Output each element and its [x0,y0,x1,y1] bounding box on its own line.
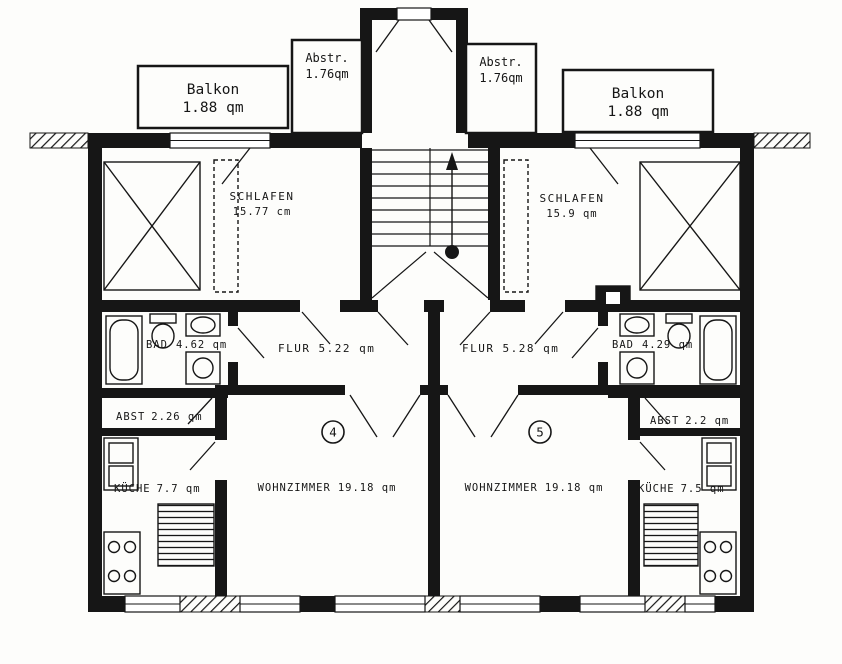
apartment-5-number: 5 [536,425,544,440]
balcony-door-right [589,147,619,185]
toilet-right [665,313,693,349]
abstr-left-outline [290,38,364,135]
bed-right [639,161,741,291]
outer-walls [29,132,811,613]
balkon-right-outline [561,68,715,134]
window-bottom-5 [579,595,646,613]
stove-right [699,531,737,595]
window-bottom-2 [239,595,301,613]
kueche-door-right [639,441,666,471]
closet-right [503,159,529,293]
bad-door-right [571,327,599,359]
stairwell [360,148,500,300]
stair-arrow-head [446,152,458,170]
apartment-4-number: 4 [329,425,337,440]
room-label-abstr-right: Abstr.1.76qm [479,55,522,85]
door-swings [187,147,669,471]
bathtub-left [105,315,143,385]
sink-left [185,313,221,337]
stair-steps [371,148,489,299]
balkon-left-outline [136,64,290,130]
bed-left [103,161,201,291]
window-bottom-1 [124,595,181,613]
annex-boxes [136,38,715,135]
window-bottom-3 [334,595,426,613]
schlafen-door-right [534,311,564,345]
closet-left [213,159,239,293]
abst-door-left [187,397,213,425]
washer-right [619,351,655,385]
kueche-door-left [189,441,216,471]
windows [124,132,716,613]
stove-left [103,531,141,595]
kitchen-table-right [643,503,699,567]
wohnzimmer-door-left-a [349,394,378,438]
furniture [103,159,741,595]
washer-left [185,351,221,385]
sink-right [619,313,655,337]
wohnzimmer-door-right-b [490,394,519,438]
window-top-left [169,132,271,149]
window-bottom-6 [684,595,716,613]
apartment-divider-wall [428,300,440,596]
apartment-5-circle [528,420,552,444]
kitchen-sink-right [701,437,737,491]
toilet-left [149,313,177,349]
window-bottom-4 [459,595,541,613]
bathtub-right [699,315,737,385]
bad-door-left [237,327,265,359]
kitchen-table-left [157,503,215,567]
stair-start-marker [445,245,459,259]
balcony-door-left [221,147,251,185]
wohnzimmer-door-right-a [447,394,476,438]
entry-door-left [377,311,409,346]
shaft-right [595,285,631,311]
kitchen-sink-left [103,437,139,491]
wohnzimmer-door-left-b [392,394,421,438]
entry-door-right [459,311,491,346]
apartment-4-circle [321,420,345,444]
window-top-right [574,132,701,149]
schlafen-door-left [301,311,331,345]
abstr-right-outline [464,42,538,135]
abst-door-right [644,397,669,425]
room-label-abstr-left: Abstr.1.76qm [305,51,348,81]
